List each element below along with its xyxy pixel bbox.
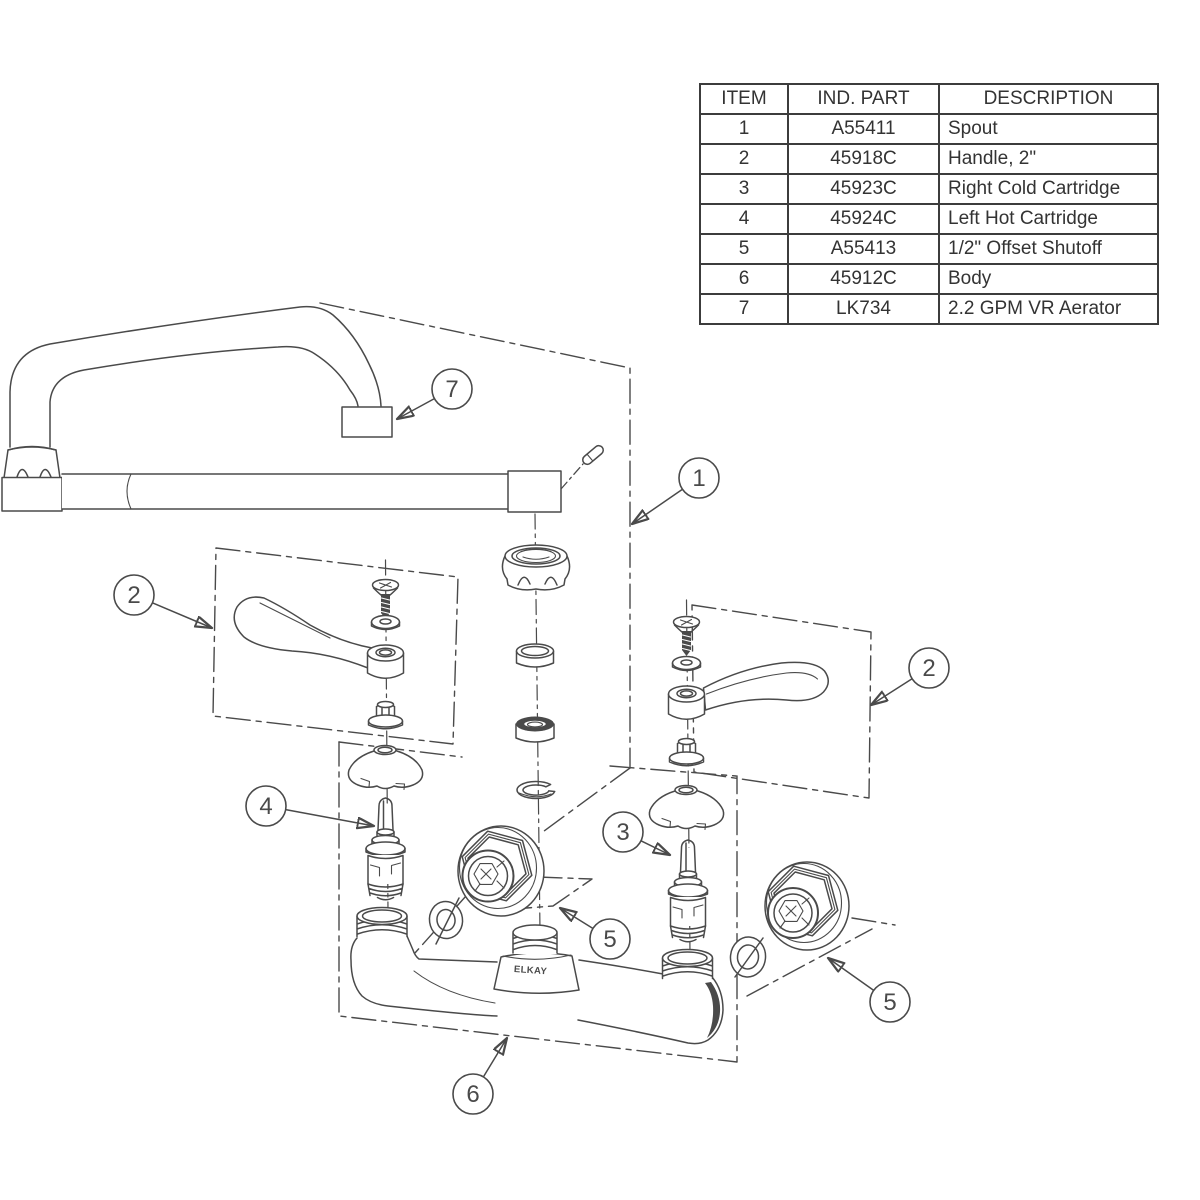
cell-item: 3 bbox=[699, 173, 789, 205]
cell-item: 5 bbox=[699, 233, 789, 265]
spout-pin bbox=[582, 444, 604, 466]
aerator bbox=[341, 406, 393, 438]
retaining-split-ring bbox=[516, 780, 556, 800]
callout-offset-shutoff-right: 5 bbox=[828, 958, 911, 1023]
offset-shutoff-right bbox=[764, 861, 850, 951]
handle-group-left bbox=[233, 578, 424, 791]
cell-description: Handle, 2" bbox=[938, 143, 1159, 175]
pin-centerline bbox=[560, 463, 584, 490]
shutoff-right-plane-line bbox=[746, 917, 896, 997]
cell-item: 1 bbox=[699, 113, 789, 145]
faucet-body: ELKAY bbox=[350, 906, 724, 1045]
handle-group-right bbox=[648, 615, 829, 831]
spout-mount-stack bbox=[501, 544, 571, 800]
spout-assembly bbox=[1, 305, 604, 513]
cell-part-number: 45923C bbox=[787, 173, 940, 205]
column-header: DESCRIPTION bbox=[938, 83, 1159, 115]
swivel-nut bbox=[501, 544, 571, 591]
spacer-ring bbox=[515, 643, 555, 668]
cartridge-right-cold bbox=[667, 839, 709, 943]
cell-description: Spout bbox=[938, 113, 1159, 145]
cell-part-number: 45918C bbox=[787, 143, 940, 175]
cell-description: Right Cold Cartridge bbox=[938, 173, 1159, 205]
handle-right-blade bbox=[702, 661, 829, 711]
spout-arch-inner bbox=[49, 345, 359, 448]
column-header: IND. PART bbox=[787, 83, 940, 115]
cell-part-number: LK734 bbox=[787, 293, 940, 325]
cell-description: 1/2" Offset Shutoff bbox=[938, 233, 1159, 265]
svg-text:5: 5 bbox=[883, 989, 896, 1016]
body-boundary-top-edge bbox=[338, 741, 737, 777]
cartridge-left-hot bbox=[365, 797, 406, 901]
body-shadow-crescent bbox=[705, 982, 721, 1038]
cell-part-number: 45912C bbox=[787, 263, 940, 295]
spout-tube bbox=[61, 470, 562, 513]
callouts: 7 1 2 2 4 3 5 bbox=[113, 368, 950, 1115]
cell-item: 2 bbox=[699, 143, 789, 175]
cell-item: 7 bbox=[699, 293, 789, 325]
callout-spout: 1 bbox=[632, 457, 720, 524]
spout-ferrule bbox=[507, 470, 562, 513]
washer-right-slash bbox=[734, 937, 764, 978]
spout-swivel-nut bbox=[1, 445, 63, 512]
cell-part-number: A55411 bbox=[787, 113, 940, 145]
handle-left-boundary-box bbox=[212, 547, 459, 745]
spout-arch-outer bbox=[9, 305, 382, 448]
handle-left-blade bbox=[233, 596, 373, 669]
callout-left-hot-cartridge: 4 bbox=[245, 785, 374, 826]
callout-aerator: 7 bbox=[397, 368, 473, 419]
cell-part-number: A55413 bbox=[787, 233, 940, 265]
callout-body: 6 bbox=[452, 1038, 507, 1115]
spout-boundary-line bbox=[319, 302, 631, 769]
column-header: ITEM bbox=[699, 83, 789, 115]
body-boundary-box bbox=[338, 741, 738, 1063]
cell-item: 6 bbox=[699, 263, 789, 295]
cell-item: 4 bbox=[699, 203, 789, 235]
cell-description: Left Hot Cartridge bbox=[938, 203, 1159, 235]
callout-right-cold-cartridge: 3 bbox=[602, 811, 670, 855]
svg-text:4: 4 bbox=[259, 793, 272, 820]
body-port-right bbox=[661, 948, 714, 980]
svg-text:5: 5 bbox=[603, 926, 616, 953]
callout-handle-right: 2 bbox=[871, 647, 950, 705]
callout-handle-left: 2 bbox=[113, 574, 212, 628]
svg-text:7: 7 bbox=[445, 376, 458, 403]
callout-offset-shutoff-center: 5 bbox=[560, 908, 631, 960]
cell-part-number: 45924C bbox=[787, 203, 940, 235]
o-ring-seal bbox=[515, 716, 555, 743]
washer-left-slash bbox=[435, 897, 460, 945]
body-port-left bbox=[356, 906, 408, 938]
svg-text:6: 6 bbox=[466, 1081, 479, 1108]
body-center-boss: ELKAY bbox=[493, 924, 580, 994]
washer-slashed-left bbox=[428, 900, 464, 940]
cell-description: Body bbox=[938, 263, 1159, 295]
brand-label: ELKAY bbox=[514, 964, 548, 977]
washer-slashed-right bbox=[729, 936, 767, 978]
svg-text:2: 2 bbox=[922, 655, 935, 682]
offset-shutoff-center bbox=[457, 825, 545, 917]
cell-description: 2.2 GPM VR Aerator bbox=[938, 293, 1159, 325]
svg-text:2: 2 bbox=[127, 582, 140, 609]
svg-text:1: 1 bbox=[692, 465, 705, 492]
svg-text:3: 3 bbox=[616, 819, 629, 846]
